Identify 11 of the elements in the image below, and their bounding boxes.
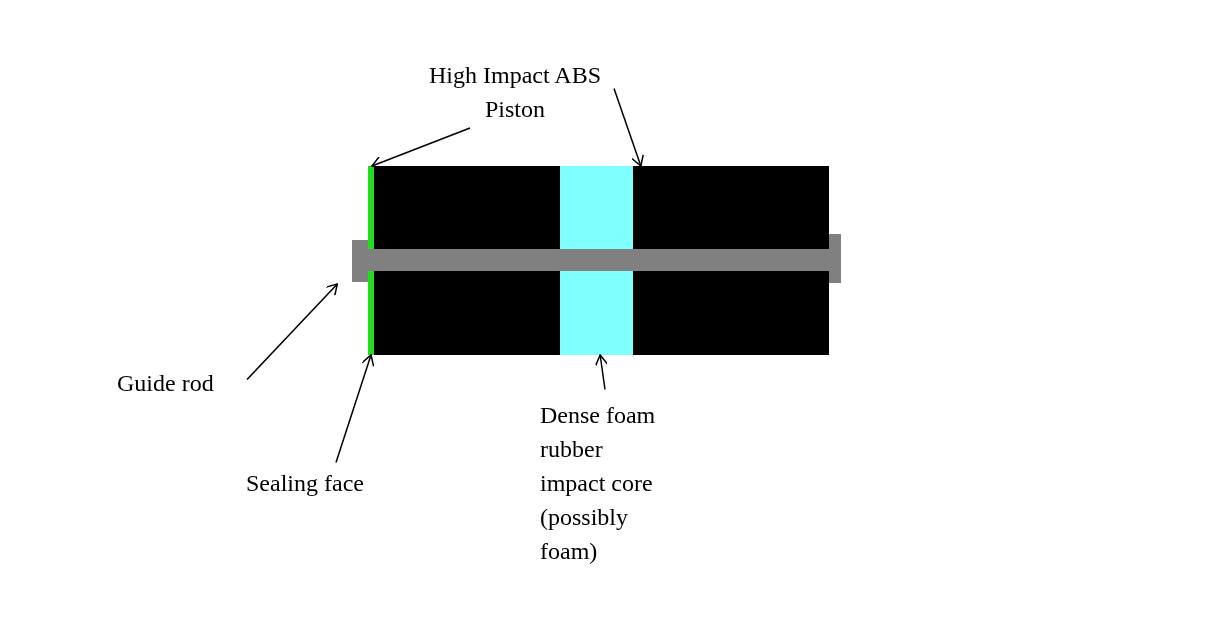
leader-arrow [613, 87, 644, 167]
leader-arrow [594, 354, 609, 391]
leader-arrow [246, 283, 339, 381]
part-label: Guide rod [117, 366, 247, 400]
guide-rod [352, 234, 841, 284]
part-label: Dense foam rubber impact core (possibly foam) [540, 398, 670, 568]
sealing-face [368, 166, 374, 355]
part-label: Sealing face [246, 466, 396, 500]
part-label: High Impact ABS Piston [425, 58, 605, 126]
leader-arrow [335, 354, 375, 464]
leader-arrow [371, 127, 471, 169]
